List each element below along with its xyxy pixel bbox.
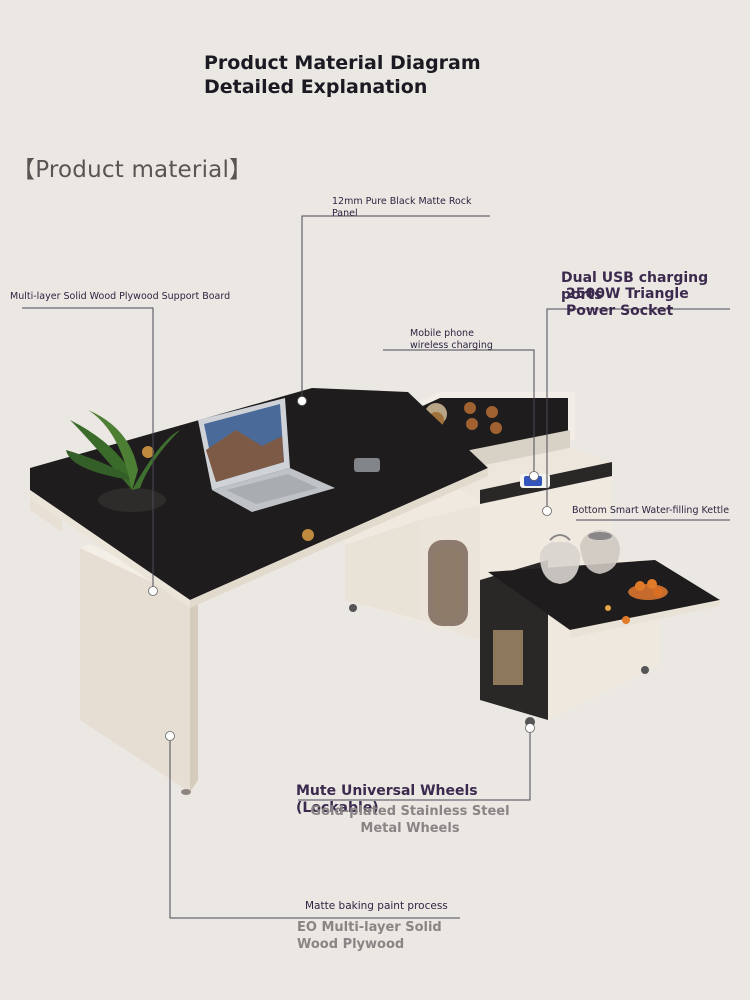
kettle-label: Bottom Smart Water-filling Kettle (572, 505, 730, 516)
wheels-line (298, 728, 531, 801)
paint-title: Matte baking paint process (305, 900, 448, 912)
plywood-line (22, 307, 154, 590)
page-title: Product Material Diagram Detailed Explan… (204, 52, 481, 98)
wireless-charging-label: Mobile phone wireless charging (410, 328, 493, 351)
power-socket-label: 2500W Triangle Power Socket (566, 286, 689, 319)
plywood-board-label: Multi-layer Solid Wood Plywood Support B… (10, 291, 231, 302)
rock-panel-line (301, 215, 490, 400)
paint-line (169, 736, 460, 919)
section-label: 【Product material】 (12, 157, 253, 183)
rock-panel-label: 12mm Pure Black Matte Rock Panel (332, 196, 472, 219)
usb-line (546, 308, 730, 510)
pedestal-leg (80, 548, 190, 792)
usb-ports-label: Dual USB charging ports (561, 270, 709, 303)
side-tabletop (488, 560, 720, 630)
wheels-subtitle: Gold-plated Stainless Steel Metal Wheels (310, 804, 510, 836)
wheels-title: Mute Universal Wheels (Lockable) (296, 783, 478, 816)
wireless-line (383, 349, 535, 480)
paint-subtitle: EO Multi-layer Solid Wood Plywood (297, 920, 442, 952)
